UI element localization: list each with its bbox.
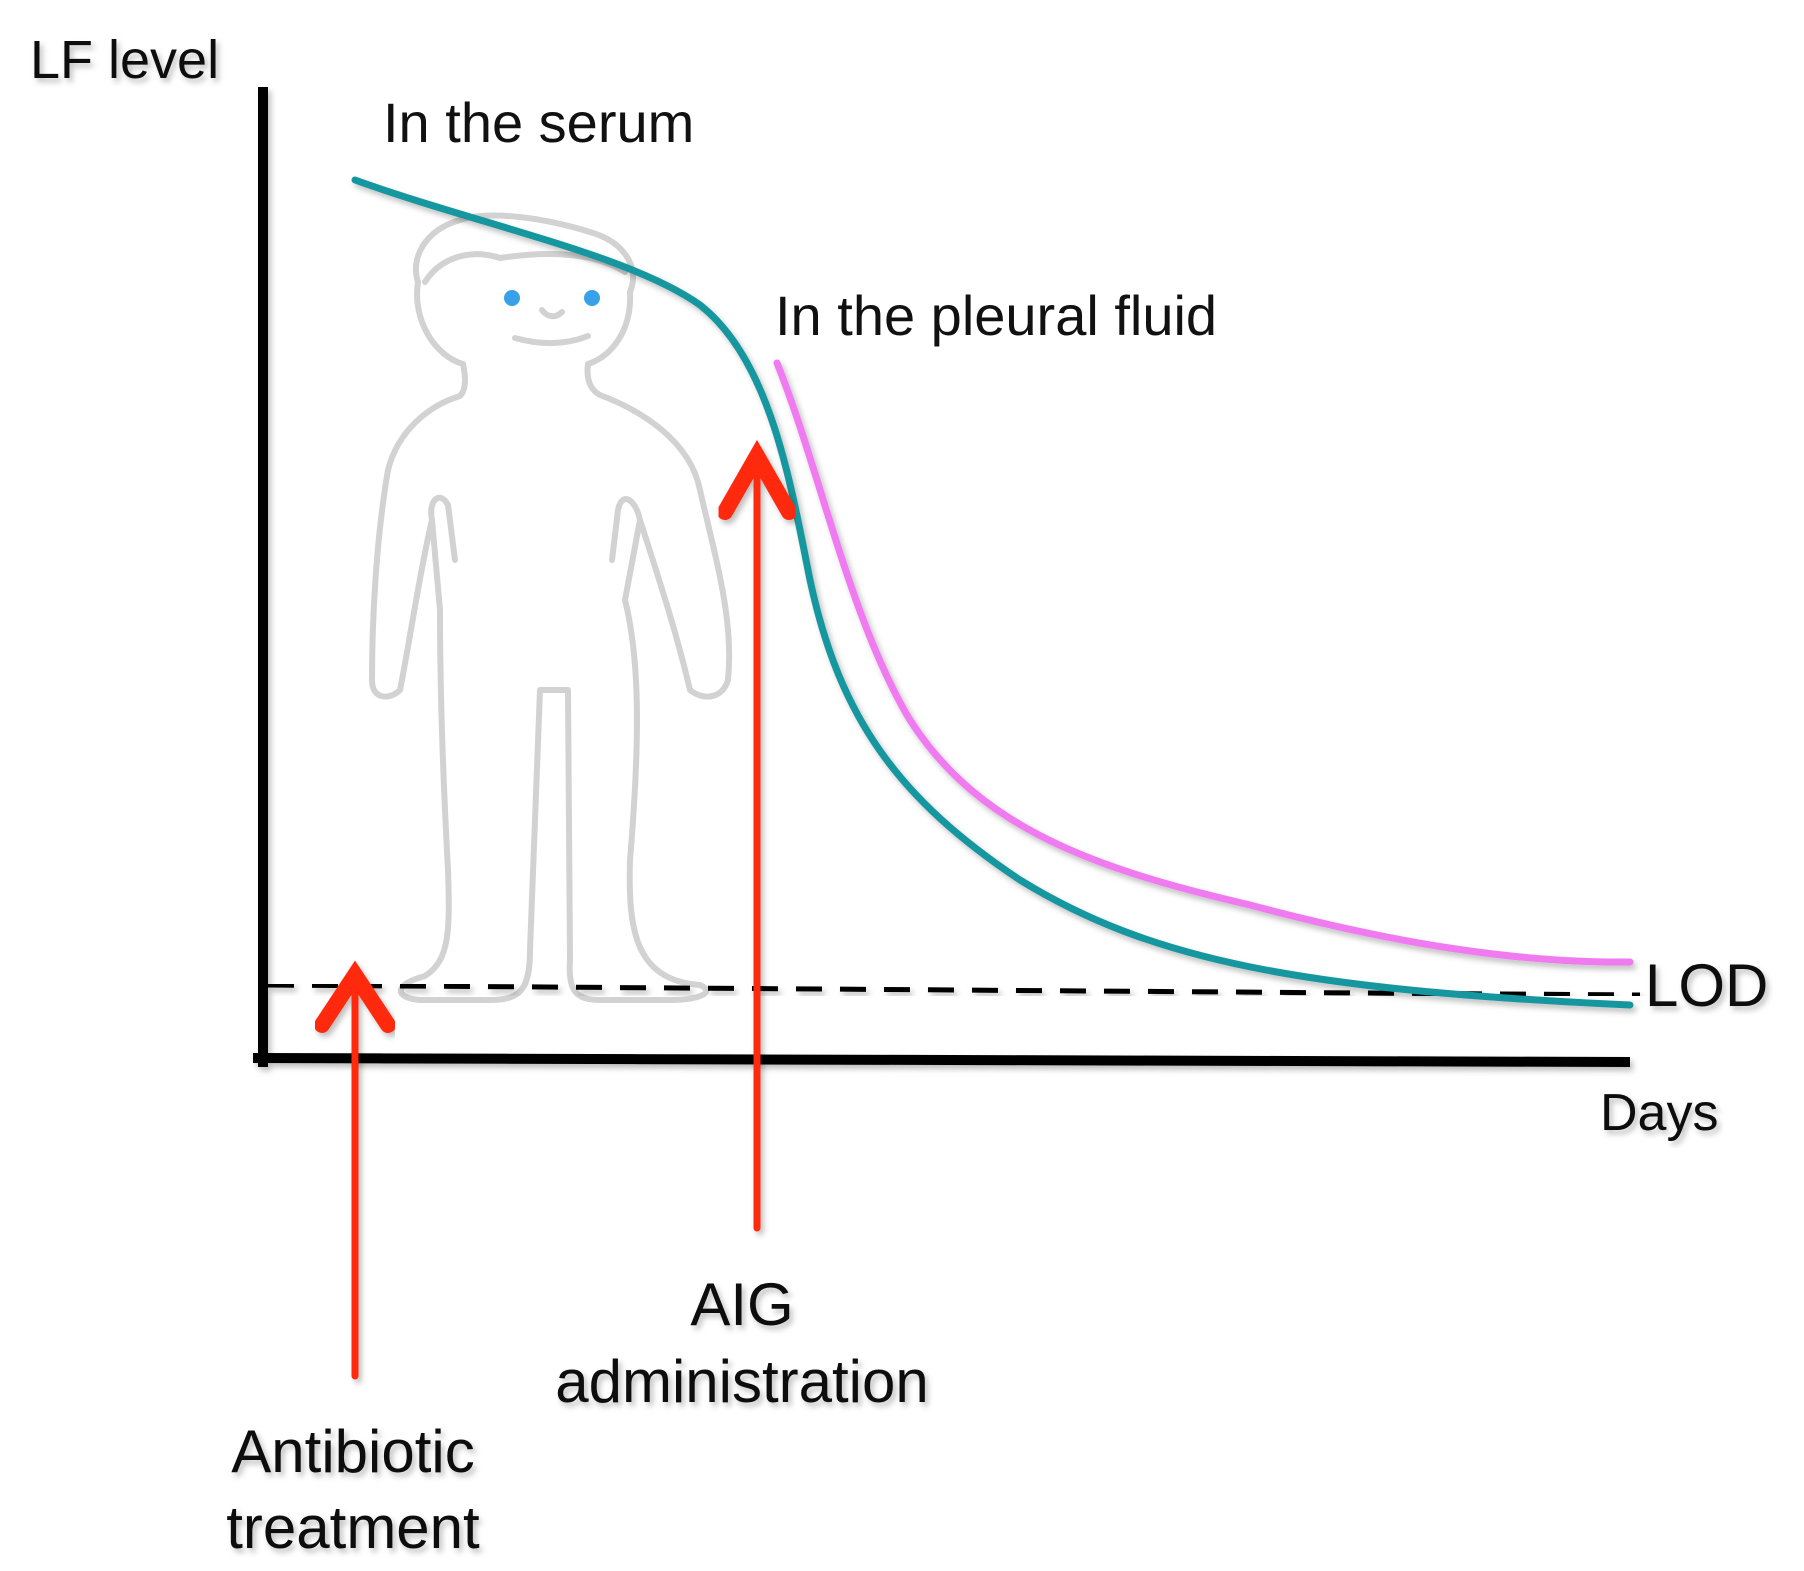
aig-label-line2: administration	[555, 1348, 929, 1415]
antibiotic-arrow	[314, 960, 396, 1380]
human-figure	[369, 212, 733, 1003]
figure-left-arm-inner	[428, 494, 458, 563]
figure-mouth	[512, 333, 591, 347]
figure-outline	[369, 212, 733, 1003]
figure-right-eye	[584, 290, 600, 306]
lod-label: LOD	[1645, 952, 1768, 1019]
figure-right-arm-inner	[609, 496, 643, 563]
lod-line	[267, 982, 1641, 998]
figure-nose	[539, 307, 565, 320]
aig-arrow	[717, 439, 797, 1232]
serum-series-label: In the serum	[383, 91, 694, 154]
pleural-series-label: In the pleural fluid	[775, 284, 1217, 347]
figure-left-eye	[504, 290, 520, 306]
aig-label-line1: AIG	[690, 1271, 793, 1338]
axes	[252, 87, 1631, 1068]
y-axis-label: LF level	[30, 30, 219, 90]
serum-curve	[351, 176, 1634, 1009]
antibiotic-arrow-head	[314, 960, 396, 1033]
x-axis-label: Days	[1600, 1084, 1718, 1142]
aig-arrow-head	[717, 439, 797, 520]
antibiotic-label-line1: Antibiotic	[231, 1418, 474, 1485]
antibiotic-label-line2: treatment	[226, 1494, 480, 1561]
x-axis	[252, 1052, 1631, 1068]
pleural-fluid-curve	[773, 359, 1634, 966]
